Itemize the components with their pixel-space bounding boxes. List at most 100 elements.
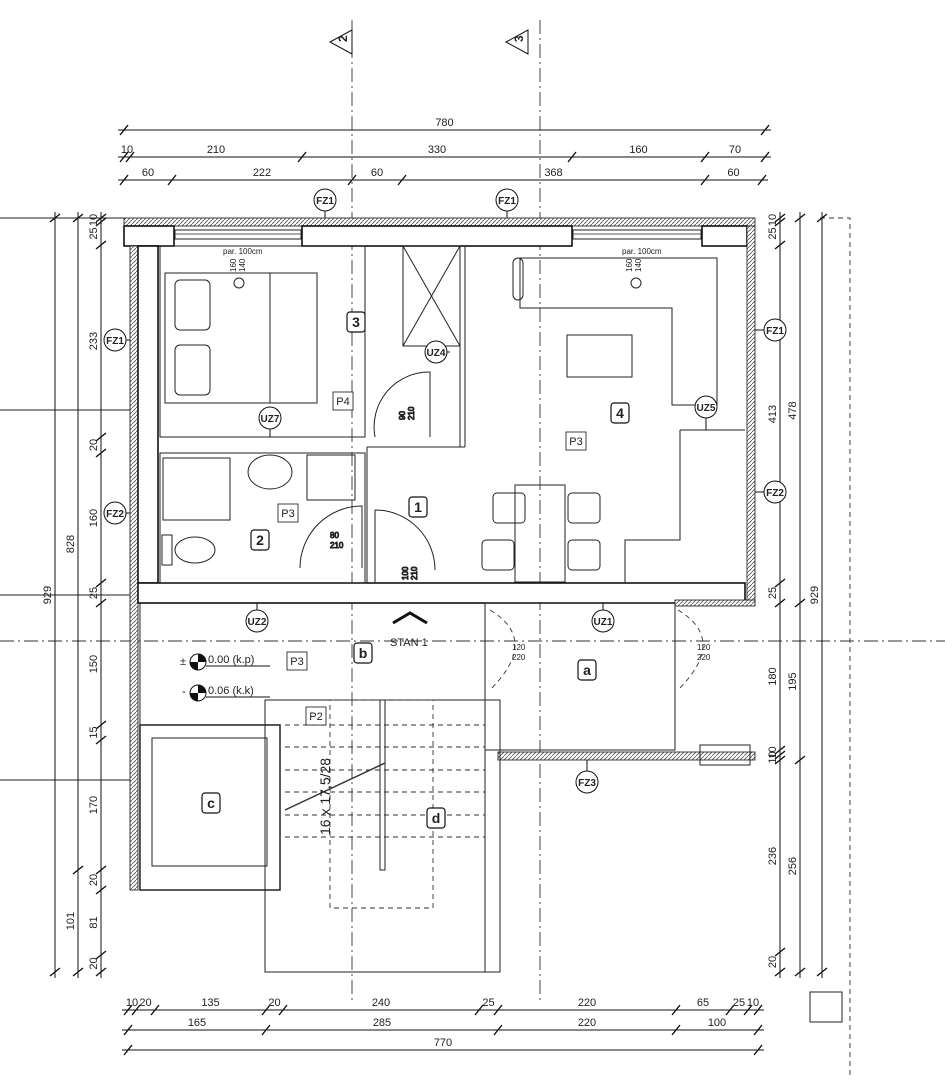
dim-tick: [397, 174, 407, 186]
finish-p2: P2: [305, 706, 327, 726]
svg-text:FZ2: FZ2: [106, 509, 124, 520]
boundary-dashed: [820, 217, 851, 1075]
dim-tick: [95, 967, 107, 977]
window-note-living: par. 100cm 160 140: [622, 247, 662, 289]
dim-label: 25: [767, 227, 779, 239]
dim-tick: [125, 151, 135, 163]
dim-label: 478: [787, 401, 799, 419]
window-living: [572, 229, 702, 240]
dim-label: 240: [372, 997, 390, 1009]
dim-tick: [123, 1044, 133, 1056]
dim-tick: [95, 865, 107, 875]
room-label-a: a: [577, 659, 597, 681]
dim-tick: [567, 151, 577, 163]
dim-label: 220: [578, 997, 596, 1009]
dim-label: 929: [42, 586, 54, 604]
dim-tick: [753, 1044, 763, 1056]
dim-label: 20: [88, 874, 100, 886]
dim-tick: [671, 1004, 681, 1016]
dim-tick: [671, 1024, 681, 1036]
svg-text:FZ1: FZ1: [498, 196, 516, 207]
dim-tick: [278, 1004, 288, 1016]
door-hall[interactable]: 100 210: [374, 509, 436, 583]
dim-tick: [95, 950, 107, 960]
svg-text:160: 160: [229, 258, 238, 272]
dim-tick: [774, 755, 786, 765]
dim-tick: [119, 124, 129, 136]
dim-label: 195: [787, 672, 799, 690]
dining-set: [481, 484, 601, 583]
dim-label: 236: [767, 847, 779, 865]
dim-tick: [774, 578, 786, 588]
tag-uz2: UZ2: [245, 603, 269, 633]
stair-spec: 16 x 17,5/28: [317, 758, 333, 835]
door-entry-left[interactable]: 120 220: [489, 609, 526, 691]
dim-tick: [743, 1004, 753, 1016]
dim-tick: [119, 151, 129, 163]
finish-p3: P3: [277, 503, 299, 523]
tag-uz7: UZ7: [258, 406, 282, 437]
svg-text:80: 80: [330, 531, 339, 540]
svg-text:1: 1: [414, 499, 422, 515]
dim-label: 60: [142, 167, 154, 179]
dim-label: 222: [253, 167, 271, 179]
building-walls: [123, 217, 843, 1023]
door-bedroom[interactable]: 90 210: [373, 371, 431, 438]
dim-label: 256: [787, 857, 799, 875]
dim-tick: [774, 947, 786, 957]
svg-text:par. 100cm: par. 100cm: [622, 247, 662, 256]
dim-label: 330: [428, 144, 446, 156]
dim-label: 210: [207, 144, 225, 156]
dim-tick: [816, 213, 828, 223]
dim-tick: [95, 432, 107, 442]
dim-label: 285: [373, 1017, 391, 1029]
svg-text:FZ2: FZ2: [766, 488, 784, 499]
dim-tick: [123, 1004, 133, 1016]
dim-chain-left-overall: 929: [42, 212, 61, 978]
dim-tick: [794, 598, 806, 608]
stairs: [284, 699, 485, 909]
window-note-bedroom: par. 100cm 160 140: [223, 247, 263, 289]
dim-tick: [700, 174, 710, 186]
dim-tick: [760, 151, 770, 163]
dim-tick: [774, 240, 786, 250]
coffee-table: [566, 334, 633, 378]
svg-text:FZ1: FZ1: [106, 336, 124, 347]
door-bathroom[interactable]: 80 210: [299, 505, 363, 569]
svg-text:P3: P3: [569, 436, 582, 448]
room-label-3: 3: [346, 311, 366, 333]
svg-text:2: 2: [256, 532, 264, 548]
dim-tick: [493, 1004, 503, 1016]
tag-fz1: FZ1: [103, 328, 130, 352]
dim-label: 20: [88, 957, 100, 969]
door-entry-right[interactable]: 120 220: [677, 609, 711, 691]
dim-tick: [347, 174, 357, 186]
tag-fz2: FZ2: [755, 480, 787, 504]
svg-text:-: -: [182, 686, 186, 698]
svg-text:UZ1: UZ1: [594, 617, 613, 628]
tag-uz5: UZ5: [694, 395, 718, 430]
dim-label: 10: [767, 746, 779, 758]
svg-text:FZ3: FZ3: [578, 778, 596, 789]
svg-text:220: 220: [697, 653, 711, 662]
svg-text:100: 100: [401, 566, 410, 580]
dim-tick: [95, 217, 107, 227]
level-ground: - 0.06 (k.k): [182, 684, 270, 702]
dim-label: 25: [482, 997, 494, 1009]
sofa: [512, 257, 718, 406]
dim-tick: [95, 885, 107, 895]
dim-label: 20: [268, 997, 280, 1009]
room-label-1: 1: [408, 496, 428, 518]
dim-tick: [119, 174, 129, 186]
dim-label: 10: [126, 997, 138, 1009]
dim-tick: [95, 240, 107, 250]
dim-tick: [493, 1024, 503, 1036]
dim-tick: [95, 578, 107, 588]
svg-text:FZ1: FZ1: [316, 196, 334, 207]
dim-label: 10: [747, 997, 759, 1009]
svg-text:220: 220: [512, 653, 526, 662]
